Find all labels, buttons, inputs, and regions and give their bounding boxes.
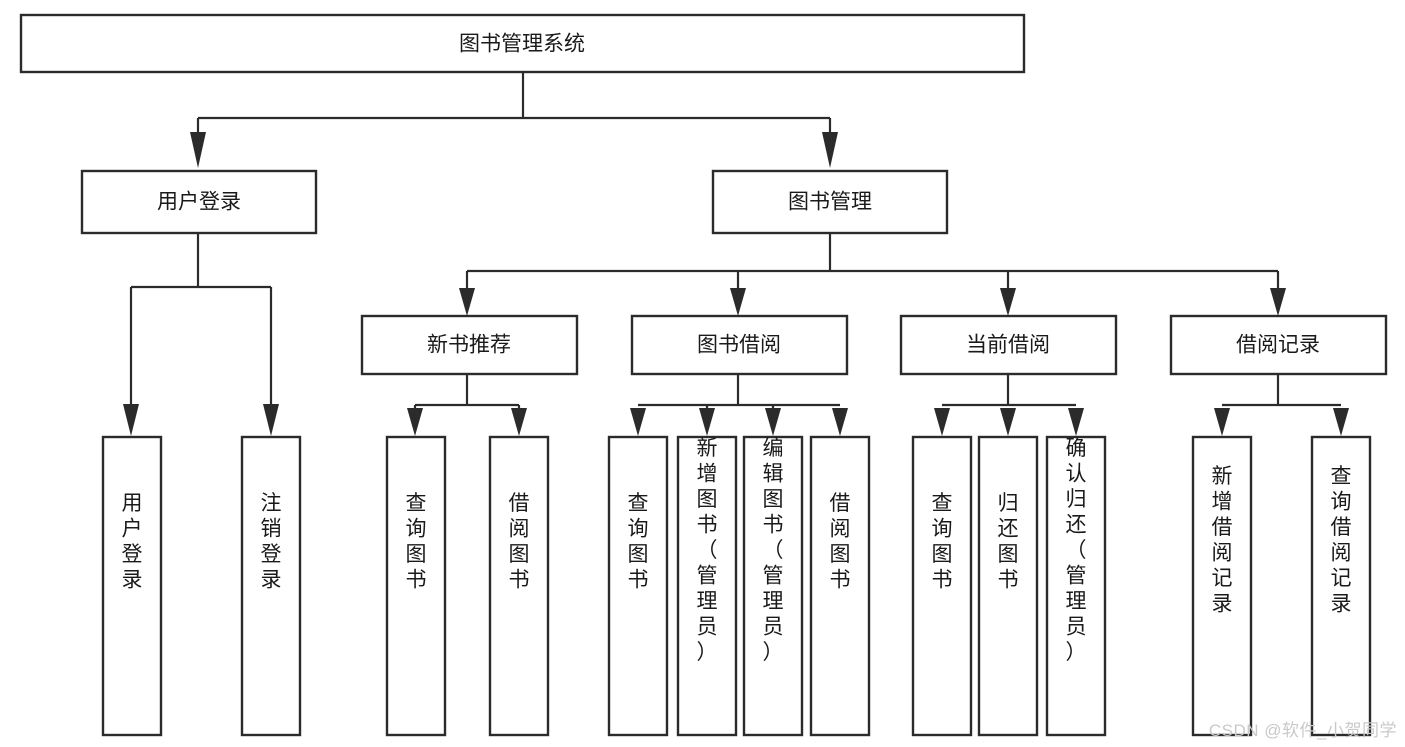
node-current-borrow-box[interactable] bbox=[899, 314, 1118, 376]
leaf-borrow-borrow-book-label: 借阅图书 bbox=[830, 492, 851, 592]
arrow-head-leaf-user-logout bbox=[263, 404, 279, 436]
node-new-book-recommend[interactable]: 新书推荐 bbox=[360, 314, 579, 376]
leaf-borrow-query-book-box[interactable] bbox=[607, 435, 669, 737]
node-book-borrow[interactable]: 图书借阅 bbox=[630, 314, 849, 376]
arrow-head-leaf-user-login bbox=[123, 404, 139, 436]
leaf-user-login[interactable]: 用户登录 bbox=[101, 435, 163, 737]
leaf-borrow-query-book-label: 查询图书 bbox=[628, 492, 649, 592]
leaf-rec-query-record[interactable]: 查询借阅记录 bbox=[1310, 435, 1372, 737]
arrow-head-rec-query-book bbox=[407, 408, 423, 436]
node-book-management-label: 图书管理 bbox=[788, 191, 872, 214]
node-user-login[interactable]: 用户登录 bbox=[80, 169, 318, 235]
node-book-borrow-box[interactable] bbox=[630, 314, 849, 376]
leaf-cur-query-book-label: 查询图书 bbox=[932, 492, 953, 592]
leaf-borrow-add-book[interactable]: 新增图书（管理员） bbox=[676, 435, 738, 737]
node-book-management[interactable]: 图书管理 bbox=[711, 169, 949, 235]
node-root[interactable]: 图书管理系统 bbox=[19, 13, 1026, 74]
arrow-head-borrow-query-book bbox=[630, 408, 646, 436]
node-borrow-record[interactable]: 借阅记录 bbox=[1169, 314, 1388, 376]
arrow-head-rec-borrow-book bbox=[511, 408, 527, 436]
leaf-cur-query-book-box[interactable] bbox=[911, 435, 973, 737]
arrow-head-cur-confirm-return bbox=[1068, 408, 1084, 436]
node-book-management-box[interactable] bbox=[711, 169, 949, 235]
leaf-rec-query-book-label: 查询图书 bbox=[406, 492, 427, 592]
node-root-label: 图书管理系统 bbox=[459, 33, 585, 56]
arrow-head-current-borrow bbox=[1000, 288, 1016, 316]
leaf-rec-query-book[interactable]: 查询图书 bbox=[385, 435, 447, 737]
leaf-cur-confirm-return-box[interactable] bbox=[1045, 435, 1107, 737]
node-new-book-recommend-label: 新书推荐 bbox=[427, 334, 511, 357]
node-book-borrow-label: 图书借阅 bbox=[697, 334, 781, 357]
leaf-borrow-edit-book[interactable]: 编辑图书（管理员） bbox=[742, 435, 804, 737]
leaf-cur-confirm-return[interactable]: 确认归还（管理员） bbox=[1045, 435, 1107, 737]
leaf-user-logout[interactable]: 注销登录 bbox=[240, 435, 302, 737]
leaf-borrow-add-book-label: 新增图书（管理员） bbox=[697, 437, 718, 664]
arrow-head-borrow-edit-book bbox=[765, 408, 781, 436]
arrow-head-book-management bbox=[822, 132, 838, 168]
leaf-rec-add-record-label: 新增借阅记录 bbox=[1212, 465, 1233, 616]
node-root-box[interactable] bbox=[19, 13, 1026, 74]
csdn-watermark: CSDN @软件_小贺同学 bbox=[1208, 721, 1397, 740]
node-new-book-recommend-box[interactable] bbox=[360, 314, 579, 376]
leaf-cur-return-book[interactable]: 归还图书 bbox=[977, 435, 1039, 737]
arrow-head-cur-query-book bbox=[934, 408, 950, 436]
leaf-borrow-add-book-box[interactable] bbox=[676, 435, 738, 737]
leaf-borrow-borrow-book[interactable]: 借阅图书 bbox=[809, 435, 871, 737]
leaf-rec-query-book-box[interactable] bbox=[385, 435, 447, 737]
leaf-user-login-label: 用户登录 bbox=[122, 492, 143, 592]
arrow-head-cur-return-book bbox=[1000, 408, 1016, 436]
node-borrow-record-box[interactable] bbox=[1169, 314, 1388, 376]
leaf-rec-add-record-box[interactable] bbox=[1191, 435, 1253, 737]
arrow-head-rec-query-record bbox=[1333, 408, 1349, 436]
leaf-cur-return-book-box[interactable] bbox=[977, 435, 1039, 737]
node-current-borrow-label: 当前借阅 bbox=[966, 334, 1050, 357]
arrow-head-borrow-borrow-book bbox=[832, 408, 848, 436]
leaf-borrow-edit-book-label: 编辑图书（管理员） bbox=[763, 437, 784, 664]
node-user-login-label: 用户登录 bbox=[157, 191, 241, 214]
leaf-rec-query-record-label: 查询借阅记录 bbox=[1331, 465, 1352, 616]
leaf-borrow-edit-book-box[interactable] bbox=[742, 435, 804, 737]
node-borrow-record-label: 借阅记录 bbox=[1236, 334, 1320, 357]
arrow-head-rec-add-record bbox=[1214, 408, 1230, 436]
arrow-head-book-borrow bbox=[730, 288, 746, 316]
leaf-rec-add-record[interactable]: 新增借阅记录 bbox=[1191, 435, 1253, 737]
leaf-rec-borrow-book-label: 借阅图书 bbox=[509, 492, 530, 592]
leaf-rec-query-record-box[interactable] bbox=[1310, 435, 1372, 737]
leaf-user-login-box[interactable] bbox=[101, 435, 163, 737]
arrow-head-borrow-add-book bbox=[699, 408, 715, 436]
leaf-rec-borrow-book-box[interactable] bbox=[488, 435, 550, 737]
arrow-head-new-book-recommend bbox=[459, 288, 475, 316]
node-user-login-box[interactable] bbox=[80, 169, 318, 235]
arrow-head-borrow-record bbox=[1270, 288, 1286, 316]
leaf-cur-confirm-return-label: 确认归还（管理员） bbox=[1066, 437, 1087, 664]
arrow-head-user-login bbox=[190, 132, 206, 168]
node-current-borrow[interactable]: 当前借阅 bbox=[899, 314, 1118, 376]
leaf-borrow-query-book[interactable]: 查询图书 bbox=[607, 435, 669, 737]
leaf-user-logout-label: 注销登录 bbox=[261, 492, 282, 592]
leaf-borrow-borrow-book-box[interactable] bbox=[809, 435, 871, 737]
connector-layer bbox=[123, 72, 1349, 436]
leaf-user-logout-box[interactable] bbox=[240, 435, 302, 737]
leaf-cur-return-book-label: 归还图书 bbox=[998, 492, 1019, 592]
leaf-rec-borrow-book[interactable]: 借阅图书 bbox=[488, 435, 550, 737]
leaf-cur-query-book[interactable]: 查询图书 bbox=[911, 435, 973, 737]
